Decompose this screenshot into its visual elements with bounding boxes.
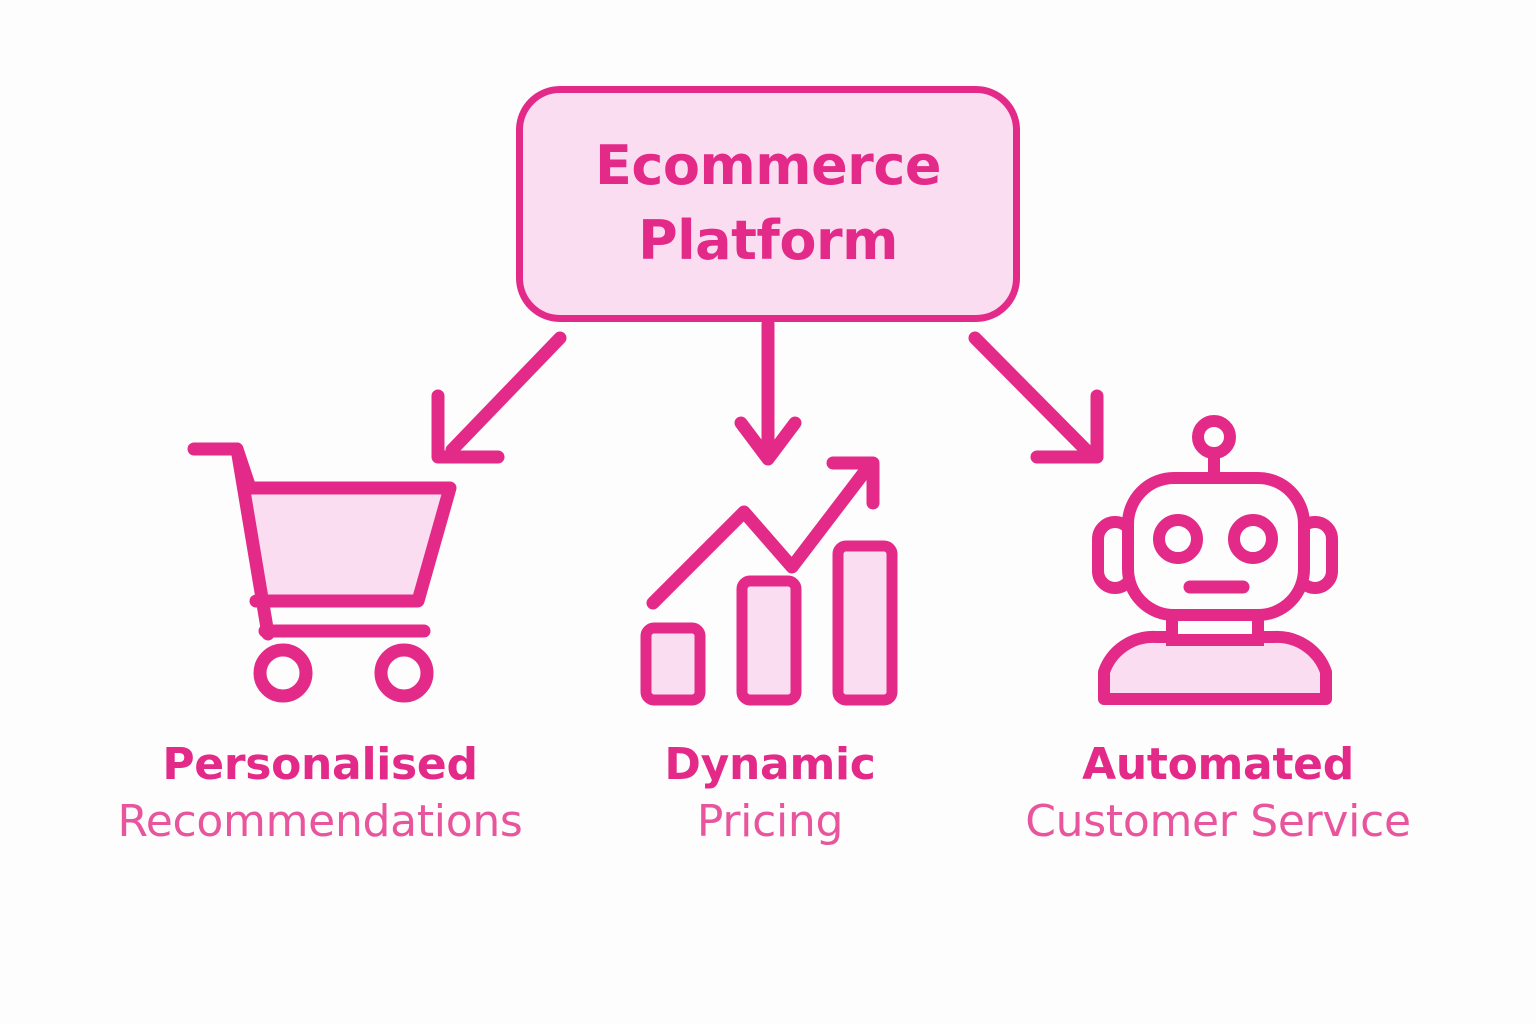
connector-arrow-left <box>431 331 567 464</box>
branch-label-line-2: Pricing <box>696 796 844 848</box>
branch-label-dynamic-pricing[interactable]: Dynamic Pricing <box>610 740 930 847</box>
branch-label-personalised-recommendations[interactable]: Personalised Recommendations <box>0 740 640 847</box>
root-node-title-line-2: Platform <box>638 209 898 272</box>
branch-label-line-2: Customer Service <box>1025 796 1411 848</box>
root-node-ecommerce-platform[interactable]: Ecommerce Platform <box>516 86 1020 322</box>
branch-label-line-1: Automated <box>1082 739 1354 790</box>
robot-icon <box>1092 415 1338 705</box>
root-node-title-line-1: Ecommerce <box>595 134 941 198</box>
branch-label-line-1: Personalised <box>162 739 478 790</box>
connector-arrow-right <box>968 331 1104 464</box>
branch-label-automated-customer-service[interactable]: Automated Customer Service <box>900 740 1536 847</box>
shopping-cart-icon <box>187 442 457 703</box>
branch-label-line-1: Dynamic <box>664 739 876 790</box>
bar-chart-growth-icon <box>640 456 898 706</box>
connector-arrow-middle <box>734 317 802 466</box>
branch-label-line-2: Recommendations <box>117 796 523 848</box>
